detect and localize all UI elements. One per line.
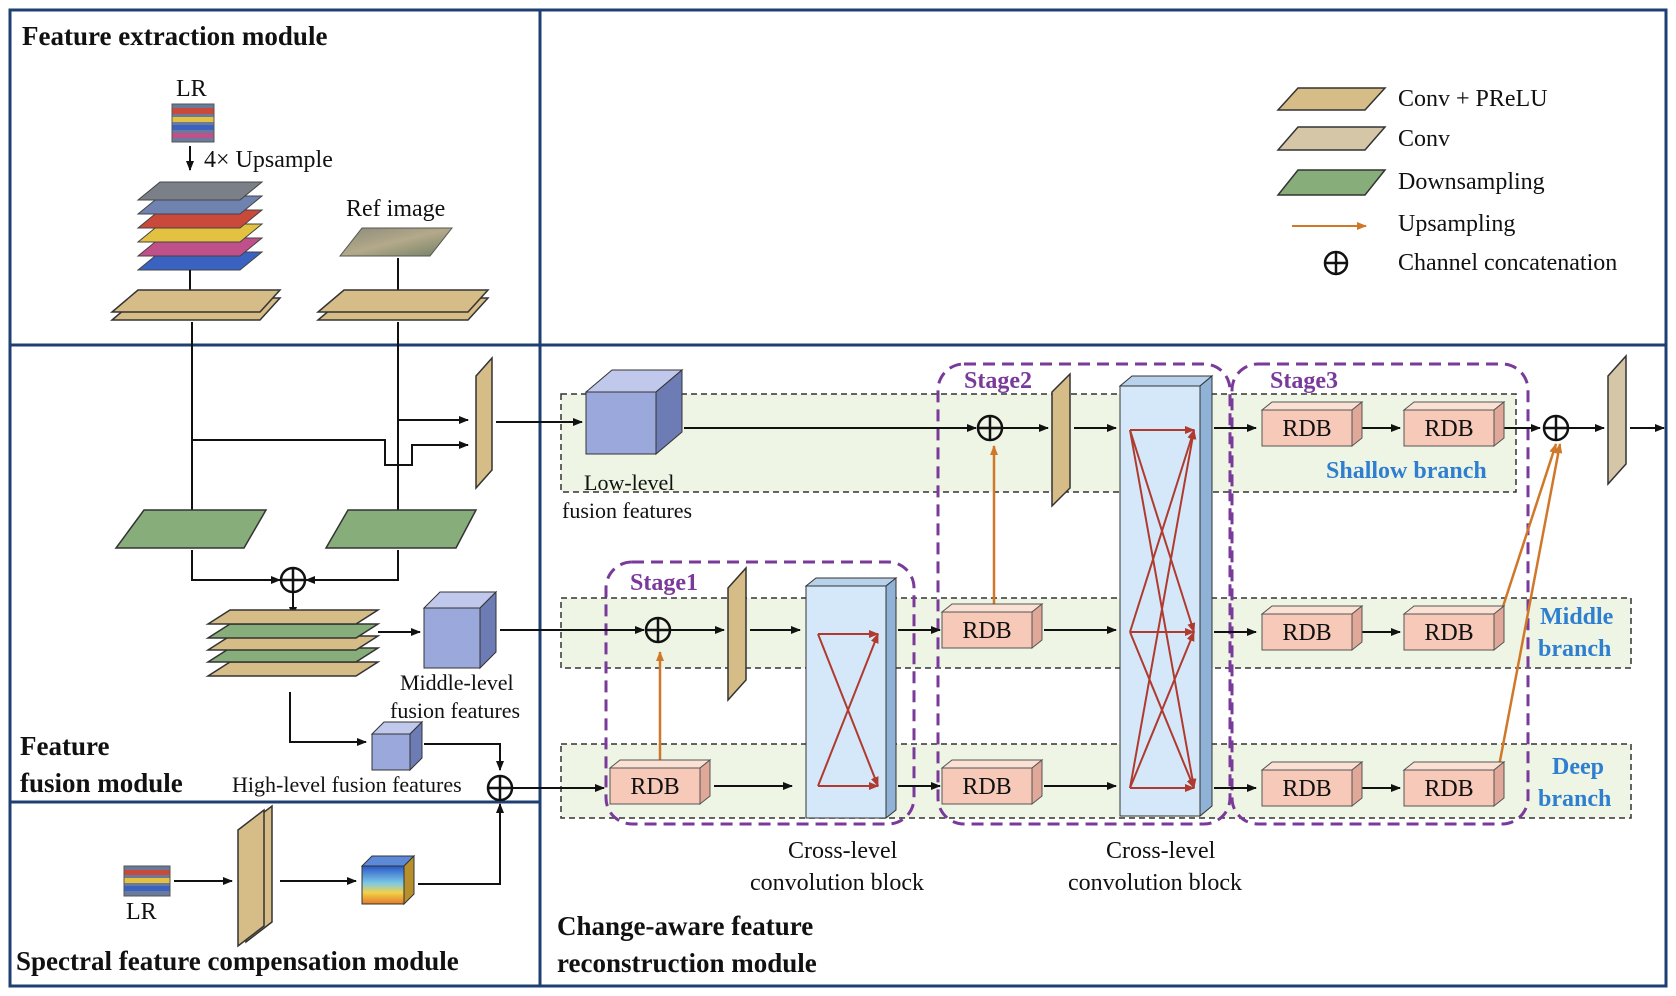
middle-branch-label-1: Middle (1540, 604, 1614, 630)
ref-image (338, 227, 454, 257)
legend-conv-prelu-label: Conv + PReLU (1398, 86, 1548, 112)
reconstruction-title-2: reconstruction module (557, 948, 817, 978)
legend-upsampling-label: Upsampling (1398, 211, 1515, 237)
rdb-stage3-deep-2-label: RDB (1424, 776, 1473, 802)
left-downsampling-layer (114, 509, 268, 549)
stage2-conv-prelu (1051, 372, 1071, 508)
upsampled-image-stack (136, 181, 264, 271)
middle-level-label-2: fusion features (390, 698, 520, 723)
legend-conv-label: Conv (1398, 126, 1450, 152)
lr-bottom-image (123, 865, 171, 897)
rdb-stage2-deep: RDB (940, 758, 1044, 806)
rdb-stage3-middle-2-label: RDB (1424, 620, 1473, 646)
stage1-label: Stage1 (630, 570, 698, 596)
deep-branch-label-2: branch (1538, 786, 1611, 812)
low-level-cube (584, 368, 684, 456)
deep-branch-label-1: Deep (1552, 754, 1604, 780)
rdb-stage3-shallow-1-label: RDB (1282, 416, 1331, 442)
fused-feature-stack (205, 609, 381, 677)
lr-conv-prelu-layer (109, 289, 282, 321)
rdb-stage3-deep-1: RDB (1260, 760, 1364, 808)
rdb-stage3-middle-1-label: RDB (1282, 620, 1331, 646)
stack-to-high-cube (289, 692, 367, 746)
cross-level-1-label-1: Cross-level (788, 838, 898, 864)
rdb-stage1-deep-label: RDB (630, 774, 679, 800)
rdb-stage1-deep: RDB (608, 758, 712, 806)
rdb-stage3-middle-1: RDB (1260, 604, 1364, 652)
left-down-to-concat (191, 550, 281, 584)
cross-level-1-label-2: convolution block (750, 870, 924, 896)
stage3-box (1230, 362, 1530, 826)
spectral-cube-to-concat (418, 803, 504, 885)
lr-top-image (171, 103, 215, 143)
rdb-stage2-middle-label: RDB (962, 618, 1011, 644)
cross-level-arrows-1 (817, 630, 879, 790)
low-level-label-1: Low-level (584, 470, 674, 495)
legend-downsampling-swatch (1276, 169, 1387, 196)
deep-upsampling-to-final (1494, 443, 1563, 783)
stage2-label: Stage2 (964, 368, 1032, 394)
right-downsampling-layer (324, 509, 478, 549)
legend-concat-icon (1323, 250, 1349, 276)
middle-level-label-1: Middle-level (400, 670, 514, 695)
stage1-conv-prelu (727, 566, 747, 702)
cross-level-arrows-2 (1129, 426, 1197, 792)
shallow-branch-label: Shallow branch (1326, 458, 1487, 484)
stage3-label: Stage3 (1270, 368, 1338, 394)
middle-branch-label-2: branch (1538, 636, 1611, 662)
low-level-label-2: fusion features (562, 498, 692, 523)
rdb-blocks: RDB RDB RDB RDB RDB RDB RDB RDB RDB (608, 400, 1506, 808)
feature-fusion-title-1: Feature (20, 731, 109, 761)
stage2-concat-icon (976, 414, 1004, 442)
rdb-stage3-shallow-1: RDB (1260, 400, 1364, 448)
high-level-cube (370, 720, 424, 772)
cross-level-block-1 (804, 576, 898, 820)
reconstruction-frame (538, 343, 1668, 988)
feature-extraction-title: Feature extraction module (22, 21, 327, 51)
reconstruction-title-1: Change-aware feature (557, 911, 813, 941)
spectral-cube (360, 854, 416, 906)
cross-level-2-label-1: Cross-level (1106, 838, 1216, 864)
upsample-label: 4× Upsample (204, 147, 333, 173)
spectral-title: Spectral feature compensation module (16, 946, 459, 976)
legend-conv-prelu-swatch (1276, 87, 1387, 111)
legend-downsampling-label: Downsampling (1398, 169, 1545, 195)
rdb-stage3-deep-2: RDB (1402, 760, 1506, 808)
rdb-stage3-middle-2: RDB (1402, 604, 1506, 652)
legend-conv-swatch (1276, 126, 1387, 151)
middle-upsampling-to-final (1494, 443, 1558, 629)
high-cube-to-concat (424, 743, 504, 771)
right-down-to-concat (305, 550, 399, 584)
rdb-stage2-middle: RDB (940, 602, 1044, 650)
final-concat-icon (1542, 414, 1570, 442)
ref-image-label: Ref image (346, 196, 445, 222)
middle-level-cube (422, 590, 498, 670)
lr-bottom-label: LR (126, 899, 157, 925)
ref-conv-prelu-layer (315, 289, 490, 321)
final-conv (1607, 354, 1627, 486)
feature-fusion-title-2: fusion module (20, 768, 183, 798)
rdb-stage2-deep-label: RDB (962, 774, 1011, 800)
spectral-conv-prelu (237, 804, 273, 948)
rdb-stage3-deep-1-label: RDB (1282, 776, 1331, 802)
fusion-conv-prelu (475, 356, 493, 490)
rdb-stage3-shallow-2: RDB (1402, 400, 1506, 448)
stage1-box (604, 560, 916, 826)
legend-concat-label: Channel concatenation (1398, 250, 1617, 276)
fusion-concat-icon (279, 566, 307, 594)
high-level-label: High-level fusion features (232, 772, 462, 797)
lr-top-label: LR (176, 76, 207, 102)
stage1-concat-icon (644, 616, 672, 644)
rdb-stage3-shallow-2-label: RDB (1424, 416, 1473, 442)
module-frames (8, 8, 1668, 988)
fusion-connections (191, 322, 468, 525)
stage2-box (936, 362, 1232, 826)
legend: Conv + PReLU Conv Downsampling Upsamplin… (1276, 86, 1617, 276)
high-concat-icon (486, 774, 514, 802)
cross-level-2-label-2: convolution block (1068, 870, 1242, 896)
